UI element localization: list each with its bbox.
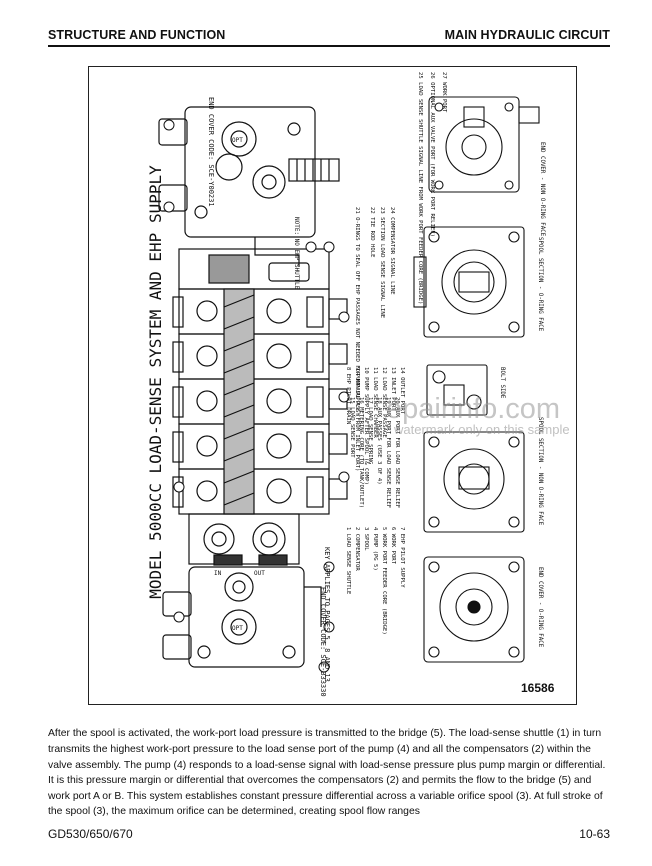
key-item-17: 17 LOAD SENSE SPRING <box>367 397 373 465</box>
section-title: STRUCTURE AND FUNCTION <box>48 28 226 42</box>
key-item-23: 23 SECTION LOAD SENSE SIGNAL LINE <box>379 207 385 319</box>
view-end-cover-oring <box>423 556 525 663</box>
key-item-6: 6 WORK PORT <box>390 527 396 565</box>
chapter-title: MAIN HYDRAULIC CIRCUIT <box>444 28 610 42</box>
key-item-2: 2 COMPENSATOR <box>354 527 360 571</box>
end-cover-code-bottom: END COVER CODE: SCE-B33330 <box>319 587 327 697</box>
header-rule <box>48 45 610 47</box>
key-list-4: 21 O-RINGS TO SEAL OFF EHP PASSAGES NOT … <box>354 207 395 416</box>
key-item-8: 8 EHP PILOT DRAIN <box>345 367 351 424</box>
key-item-25: 25 LOAD SENSE SHUTTLE SIGNAL LINE FROM W… <box>417 72 423 304</box>
in-label: IN <box>214 570 222 577</box>
key-item-21: 21 O-RINGS TO SEAL OFF EHP PASSAGES NOT … <box>354 207 360 416</box>
key-item-13: 13 INLET PORT <box>390 367 396 411</box>
key-item-1: 1 LOAD SENSE SHUTTLE <box>345 527 351 595</box>
key-item-14: 14 OUTLET PORT <box>399 367 405 415</box>
view-label-4: SPOOL SECTION - NON O-RING FACE <box>537 417 543 526</box>
view-end-cover-non-oring <box>428 96 540 193</box>
note-no-ehp-shuttle: NOTE: NO EHP SHUTTLE <box>293 217 300 290</box>
figure-number: 16586 <box>521 681 555 695</box>
page-number: 10-63 <box>579 827 610 841</box>
view-label-5: END COVER - O-RING FACE <box>537 567 543 648</box>
key-item-26: 26 OPTIONAL AUX VALVE PORT (FOR WORK POR… <box>429 72 435 237</box>
body-paragraph: After the spool is activated, the work-p… <box>48 728 606 818</box>
bottom-end-cover <box>188 566 305 668</box>
view-label-3: BOLT SIDE <box>499 367 505 399</box>
diagram-title-group: MODEL 5000CC LOAD-SENSE SYSTEM AND EHP S… <box>146 165 165 599</box>
end-cover-code-top: END COVER CODE: SCE-Y00231 <box>207 97 215 207</box>
key-item-20: 20 AUX PORT FOR LOAD SENSE RELIEF <box>394 397 400 509</box>
view-spool-oring <box>413 226 525 338</box>
key-list-3: 15 LOAD SENSE PORT 16 METERING CORE (TO … <box>349 397 400 509</box>
key-item-9: 9 PUMP SUPPLY (FROM INLET PORT) <box>354 367 360 471</box>
view-label-2: SPOOL SECTION - O-RING FACE <box>537 237 543 332</box>
diagram-title: MODEL 5000CC LOAD-SENSE SYSTEM AND EHP S… <box>146 165 165 599</box>
model-number: GD530/650/670 <box>48 827 133 841</box>
key-item-7: 7 EHP PILOT SUPPLY <box>399 527 405 588</box>
lower-end-block <box>188 513 300 565</box>
top-cover-port-3 <box>252 165 286 199</box>
key-list-2: 8 EHP PILOT DRAIN 9 PUMP SUPPLY (FROM IN… <box>345 367 405 485</box>
view-bolt-side <box>426 364 488 416</box>
key-item-10: 10 PUMP SUPPLY AFTER SPOOL (& COMP) <box>363 367 369 485</box>
key-item-5: 5 WORK PORT FEEDER CORE (BRIDGE) <box>381 527 387 635</box>
opt-label-top: OPT <box>232 137 243 144</box>
key-list-1: 1 LOAD SENSE SHUTTLE 2 COMPENSATOR 3 SPO… <box>345 527 405 635</box>
key-item-18: 18 AUX PASSES (USE 3 OF 4) <box>376 397 382 485</box>
key-item-11: 11 LOAD SENSE CHAMBER <box>372 367 378 438</box>
hydraulic-diagram-figure: MODEL 5000CC LOAD-SENSE SYSTEM AND EHP S… <box>88 66 577 705</box>
key-item-19: 19 AUX PORT FOR LOAD SENSE RELIEF <box>385 397 391 509</box>
callout-circles <box>163 119 350 673</box>
view-label-1: END COVER - NON O-RING FACE <box>539 142 545 237</box>
key-item-27: 27 WORK PORT <box>441 72 447 113</box>
upper-end-block <box>178 248 330 290</box>
key-item-12: 12 LOAD SENSE PASSAGE <box>381 367 387 438</box>
key-list-5: 25 LOAD SENSE SHUTTLE SIGNAL LINE FROM W… <box>417 72 447 304</box>
section-views <box>413 96 540 663</box>
opt-label-bottom: OPT <box>232 625 243 632</box>
view-spool-non-oring <box>423 431 525 533</box>
page-header: STRUCTURE AND FUNCTION MAIN HYDRAULIC CI… <box>48 28 610 46</box>
key-item-22: 22 TIE ROD HOLE <box>369 207 375 258</box>
top-cover-port-2 <box>215 153 243 181</box>
key-item-15: 15 LOAD SENSE PORT <box>349 397 355 458</box>
spool-sections <box>172 288 348 515</box>
key-title: KEY APPLIES TO PAGES 5, 8 AND 13 <box>323 547 331 682</box>
out-label: OUT <box>254 570 265 577</box>
key-item-16: 16 METERING CORE (TO TANK/OUTLET) <box>358 397 364 508</box>
key-item-3: 3 SPOOL <box>363 527 369 551</box>
valve-stack <box>158 106 348 668</box>
top-cover-port-1 <box>221 121 257 157</box>
view-labels: END COVER - NON O-RING FACE SPOOL SECTIO… <box>499 142 545 648</box>
top-end-cover <box>184 106 316 238</box>
hydraulic-diagram: MODEL 5000CC LOAD-SENSE SYSTEM AND EHP S… <box>146 72 555 697</box>
key-item-24: 24 COMPENSATOR SIGNAL LINE <box>389 207 395 295</box>
key-item-4: 4 PUMP (PG 5) <box>372 527 378 571</box>
